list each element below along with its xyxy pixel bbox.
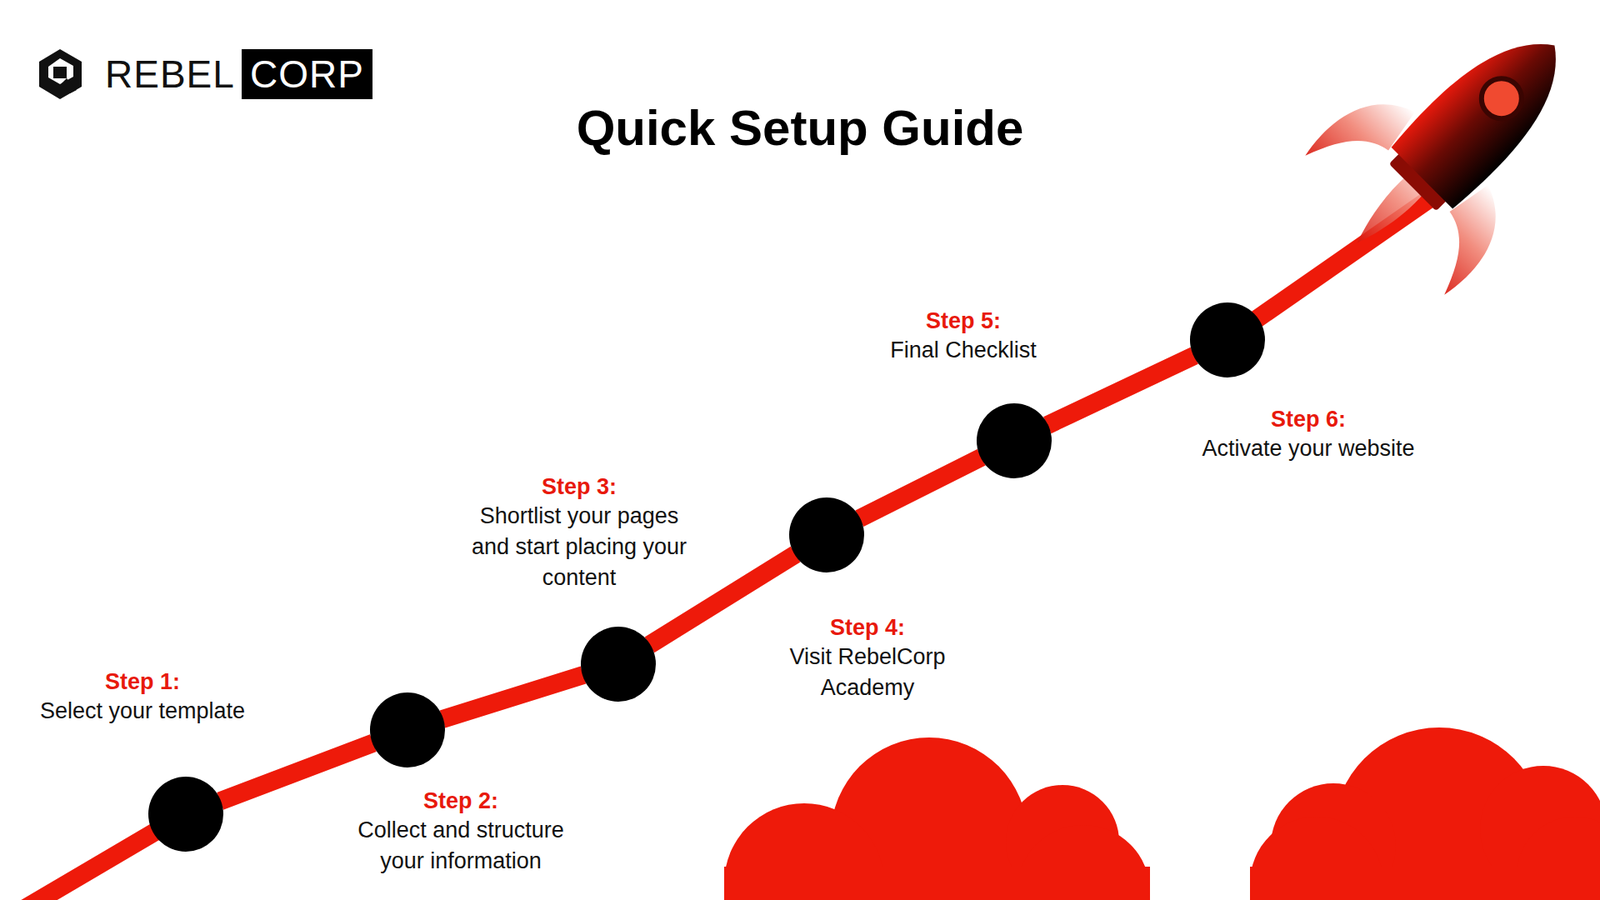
cloud — [724, 737, 1150, 900]
step-dot: Step 3:Shortlist your pages and start pl… — [580, 626, 656, 702]
step-text: Step 1:Select your template — [9, 668, 276, 727]
step-dot: Step 6:Activate your website — [1190, 302, 1265, 378]
rocket — [1285, 0, 1600, 315]
step-dot: Step 2:Collect and structure your inform… — [370, 692, 445, 768]
step-text: Step 5:Final Checklist — [855, 307, 1072, 366]
step-label: Step 5: — [855, 307, 1072, 335]
step-text: Step 4:Visit RebelCorp Academy — [778, 614, 958, 704]
path-lead-in — [25, 825, 167, 900]
logo-text: REBEL — [105, 51, 235, 97]
step-dot: Step 5:Final Checklist — [976, 403, 1052, 479]
step-text: Step 3:Shortlist your pages and start pl… — [465, 473, 693, 594]
cloud — [1250, 727, 1600, 900]
logo-text: CORP — [241, 49, 373, 100]
step-text: Step 2:Collect and structure your inform… — [335, 787, 586, 877]
step-description: Shortlist your pages and start placing y… — [465, 500, 693, 594]
path-lead-out — [1245, 193, 1438, 327]
path-segment — [859, 457, 981, 520]
step-description: Collect and structure your information — [335, 815, 586, 877]
step-label: Step 4: — [778, 614, 958, 642]
step-label: Step 2: — [335, 787, 586, 815]
step-label: Step 6: — [1175, 405, 1442, 434]
path-segment — [442, 675, 584, 720]
path-segment — [649, 554, 795, 645]
step-description: Activate your website — [1175, 433, 1442, 465]
step-description: Visit RebelCorp Academy — [778, 641, 958, 704]
step-description: Final Checklist — [855, 335, 1072, 366]
step-dot: Step 4:Visit RebelCorp Academy — [789, 497, 865, 573]
logo-icon — [39, 49, 82, 100]
step-label: Step 1: — [9, 668, 276, 696]
title: Quick Setup Guide — [0, 98, 1600, 159]
step-text: Step 6:Activate your website — [1175, 405, 1442, 465]
step-description: Select your template — [9, 695, 276, 727]
path-segment — [220, 743, 374, 802]
path-segment — [1047, 355, 1195, 425]
step-dot: Step 1:Select your template — [148, 776, 224, 852]
step-label: Step 3: — [465, 473, 693, 501]
